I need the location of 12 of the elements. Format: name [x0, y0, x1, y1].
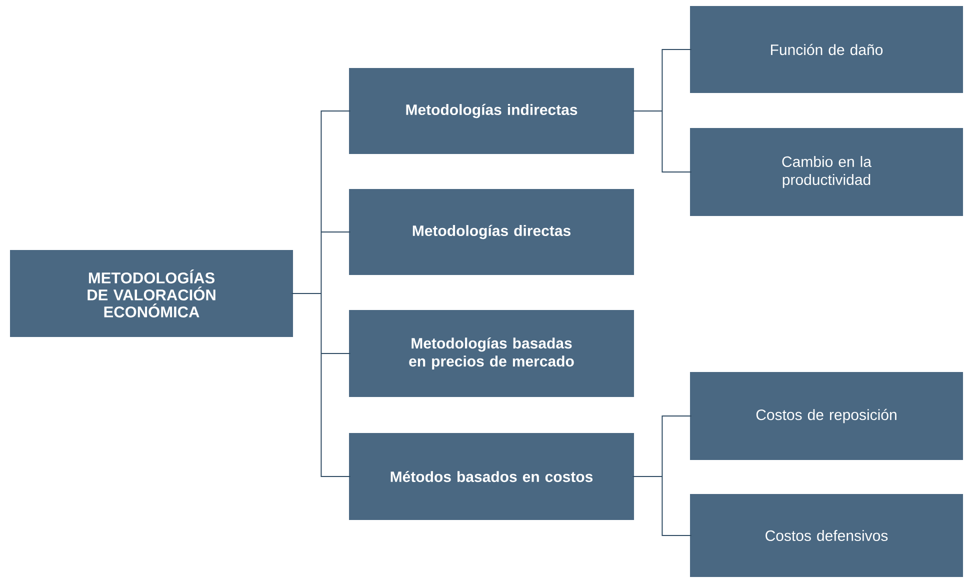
category-box: Metodologías directas	[349, 189, 634, 275]
category-box: Metodologías basadas en precios de mercado	[349, 310, 634, 397]
category-box: Costos defensivos	[690, 494, 963, 577]
category-box: Costos de reposición	[690, 372, 963, 460]
connector-line	[632, 416, 692, 536]
connector-line	[632, 49, 692, 172]
category-box: Función de daño	[690, 6, 963, 93]
category-box: Métodos basados en costos	[349, 433, 634, 520]
category-box: Metodologías indirectas	[349, 68, 634, 154]
connector-line	[291, 110, 351, 477]
root-box: METODOLOGÍAS DE VALORACIÓN ECONÓMICA	[10, 250, 293, 337]
category-box: Cambio en la productividad	[690, 128, 963, 216]
